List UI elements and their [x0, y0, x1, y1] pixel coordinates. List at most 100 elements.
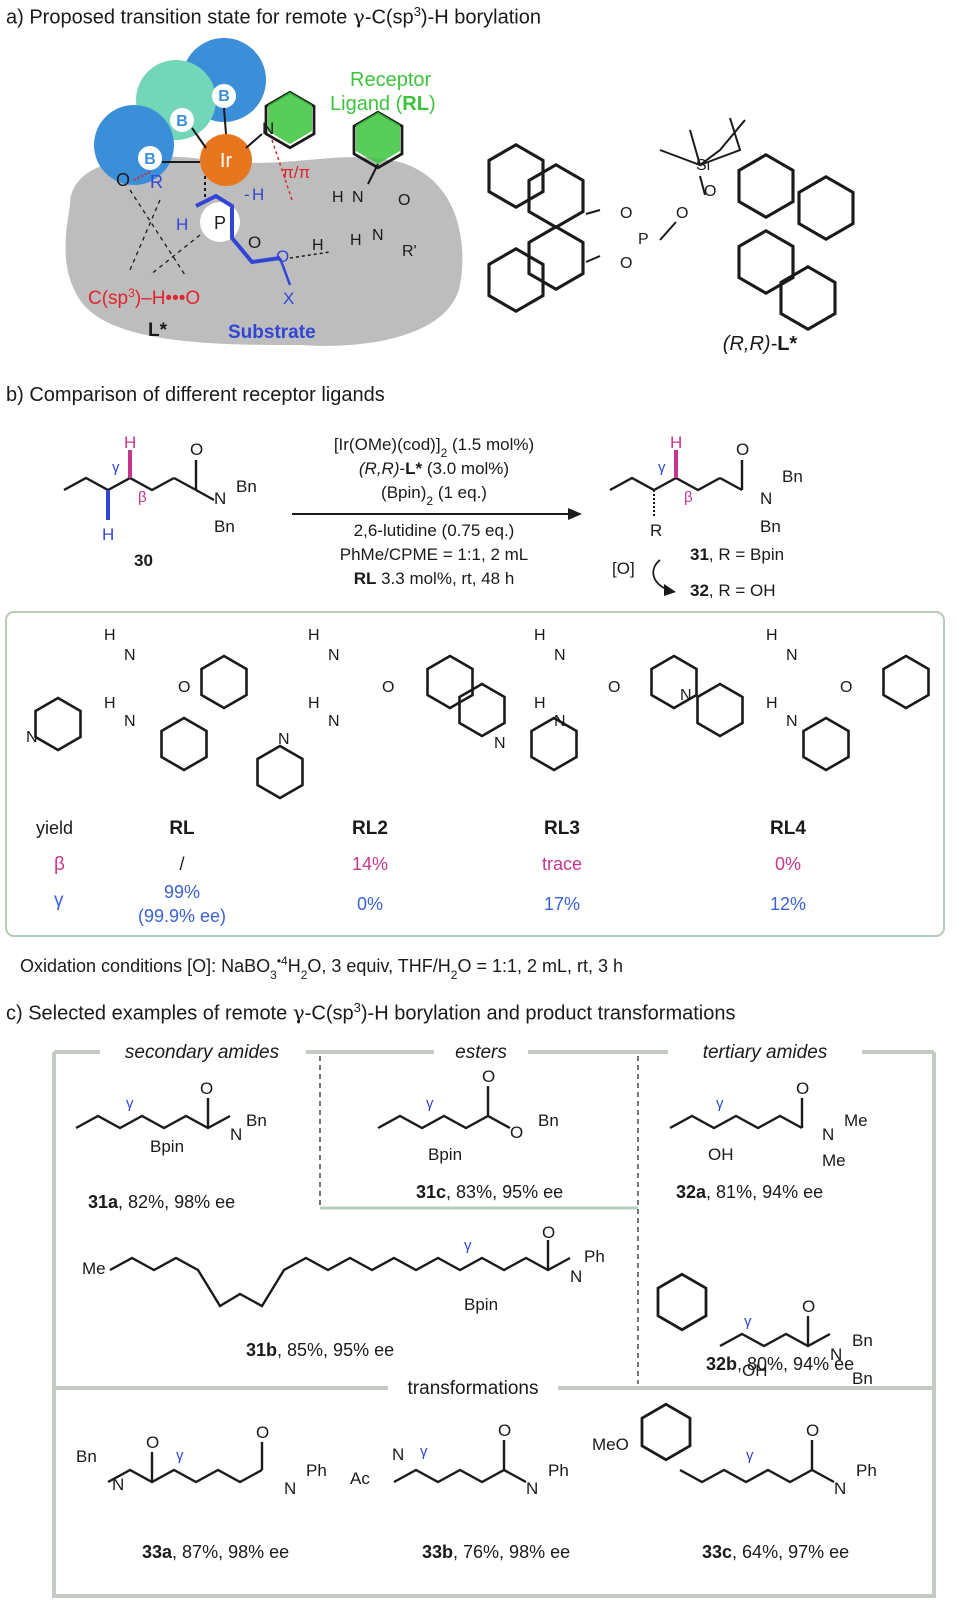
example-32b: 32b, 80%, 94% ee: [706, 1354, 854, 1374]
ligand-name: (R,R)-L*: [723, 333, 798, 355]
compound-30-label: 30: [134, 551, 153, 570]
svg-text:H: H: [308, 627, 320, 644]
svg-text:O: O: [736, 440, 749, 459]
condition-6: RL 3.3 mol%, rt, 48 h: [354, 569, 515, 588]
svg-text:N: N: [214, 489, 226, 508]
svg-text:γ: γ: [716, 1095, 724, 1112]
svg-text:N: N: [786, 713, 798, 730]
svg-text:H: H: [308, 695, 320, 712]
svg-text:N: N: [328, 713, 340, 730]
pyridine-ring: [268, 92, 312, 144]
rl-gamma-yield: 99%: [164, 882, 200, 902]
svg-text:Bn: Bn: [76, 1447, 97, 1466]
svg-text:γ: γ: [464, 1237, 472, 1254]
substrate-label: Substrate: [228, 322, 316, 343]
svg-text:Ph: Ph: [548, 1461, 569, 1480]
rl4-gamma-yield: 12%: [770, 894, 806, 914]
rl-ee: (99.9% ee): [138, 906, 226, 926]
x-group: X: [283, 289, 294, 308]
svg-text:N: N: [262, 119, 274, 138]
svg-text:N: N: [822, 1125, 834, 1144]
rl2-beta-yield: 14%: [352, 854, 388, 874]
svg-text:γ: γ: [658, 459, 666, 476]
svg-text:N: N: [526, 1479, 538, 1498]
svg-text:γ: γ: [420, 1443, 428, 1460]
ligand-structure: O P O O Si O (R,R)-L*: [487, 117, 855, 355]
section-transformations: transformations: [408, 1378, 539, 1399]
iridium-center: [200, 134, 252, 186]
heading-a: a) Proposed transition state for remote …: [6, 4, 541, 29]
svg-text:γ: γ: [112, 459, 120, 476]
phosphorus-atom: P: [214, 213, 226, 233]
svg-text:Me: Me: [844, 1111, 868, 1130]
hydrogen-atom: H: [176, 215, 188, 234]
svg-text:N: N: [372, 227, 384, 244]
svg-text:β: β: [138, 489, 147, 506]
svg-text:O: O: [398, 192, 410, 209]
svg-text:N: N: [830, 1345, 842, 1364]
svg-text:Ph: Ph: [306, 1461, 327, 1480]
svg-text:O: O: [178, 679, 190, 696]
receptor-label: Receptor: [350, 69, 431, 91]
oxygen-atom: O: [116, 170, 130, 190]
svg-text:H: H: [102, 525, 114, 544]
svg-text:Me: Me: [822, 1151, 846, 1170]
svg-text:O: O: [256, 1423, 269, 1442]
receptor-label: Ligand (RL): [330, 93, 436, 115]
svg-text:O: O: [704, 183, 716, 200]
svg-text:N: N: [26, 729, 38, 746]
svg-text:O: O: [542, 1223, 555, 1242]
svg-text:N: N: [494, 735, 506, 752]
svg-text:Bn: Bn: [538, 1111, 559, 1130]
product-32-label: 32, R = OH: [690, 581, 776, 600]
svg-text:γ: γ: [176, 1447, 184, 1464]
ligand-name-rl4: RL4: [770, 818, 806, 839]
svg-text:N: N: [328, 647, 340, 664]
svg-text:R': R': [402, 243, 417, 260]
row-label-beta: β: [54, 854, 65, 875]
svg-text:N: N: [554, 713, 566, 730]
rl-beta-yield: /: [179, 854, 184, 874]
l-star-label: L*: [148, 320, 168, 341]
heading-b: b) Comparison of different receptor liga…: [6, 384, 385, 406]
svg-text:O: O: [510, 1123, 523, 1142]
svg-text:O: O: [382, 679, 394, 696]
svg-text:H: H: [252, 185, 264, 204]
oxidation-note: Oxidation conditions [O]: NaBO3•4H2O, 3 …: [20, 954, 623, 982]
svg-text:N: N: [834, 1479, 846, 1498]
svg-text:H: H: [104, 627, 116, 644]
svg-text:MeO: MeO: [592, 1435, 629, 1454]
ligand-structures: HN HN O N HN HN O N HN HN O N HN HN O N: [26, 627, 930, 800]
svg-text:H: H: [104, 695, 116, 712]
svg-text:γ: γ: [126, 1095, 134, 1112]
svg-text:Bpin: Bpin: [428, 1145, 462, 1164]
svg-text:R: R: [650, 521, 662, 540]
svg-text:O: O: [276, 247, 289, 266]
product-31-label: 31, R = Bpin: [690, 545, 784, 564]
svg-text:H: H: [534, 695, 546, 712]
svg-text:β: β: [684, 489, 693, 506]
svg-text:[O]: [O]: [612, 559, 635, 578]
svg-text:Ac: Ac: [350, 1469, 370, 1488]
condition-5: PhMe/CPME = 1:1, 2 mL: [340, 545, 529, 564]
svg-text:Bn: Bn: [852, 1331, 873, 1350]
example-31c: 31c, 83%, 95% ee: [416, 1182, 563, 1202]
example-31a: 31a, 82%, 98% ee: [88, 1192, 235, 1212]
svg-text:H: H: [332, 189, 344, 206]
svg-text:γ: γ: [426, 1095, 434, 1112]
svg-text:OH: OH: [708, 1145, 734, 1164]
svg-text:OH: OH: [742, 1361, 768, 1380]
svg-text:N: N: [124, 647, 136, 664]
svg-text:Bpin: Bpin: [150, 1137, 184, 1156]
example-yields: 31a, 82%, 98% ee 31c, 83%, 95% ee 32a, 8…: [88, 1182, 854, 1562]
svg-text:N: N: [278, 731, 290, 748]
svg-text:Bn: Bn: [236, 477, 257, 496]
example-33a: 33a, 87%, 98% ee: [142, 1542, 289, 1562]
example-31b: 31b, 85%, 95% ee: [246, 1340, 394, 1360]
svg-text:Bpin: Bpin: [464, 1295, 498, 1314]
examples-frame: [52, 1050, 936, 1598]
chiral-pocket-shape: [65, 156, 463, 346]
example-structures: [75, 1086, 835, 1484]
svg-text:H: H: [124, 433, 136, 452]
